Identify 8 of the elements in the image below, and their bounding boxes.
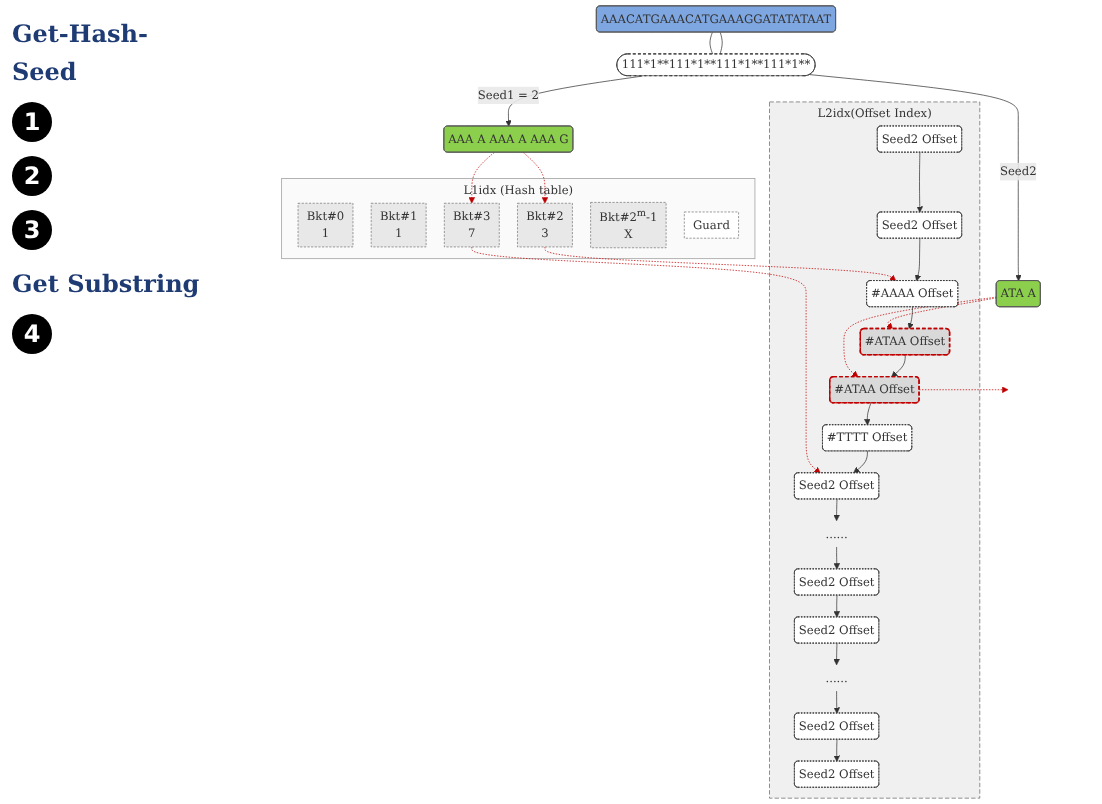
step-number: 4 [12,314,52,354]
step-label: Get Substring [12,270,200,298]
step-number: 3 [12,210,52,250]
connector [709,32,714,55]
step-number: 2 [12,156,52,196]
step-label: Get-Hash-Seed [12,20,148,86]
step-number: 1 [12,102,52,142]
connector [719,32,723,55]
